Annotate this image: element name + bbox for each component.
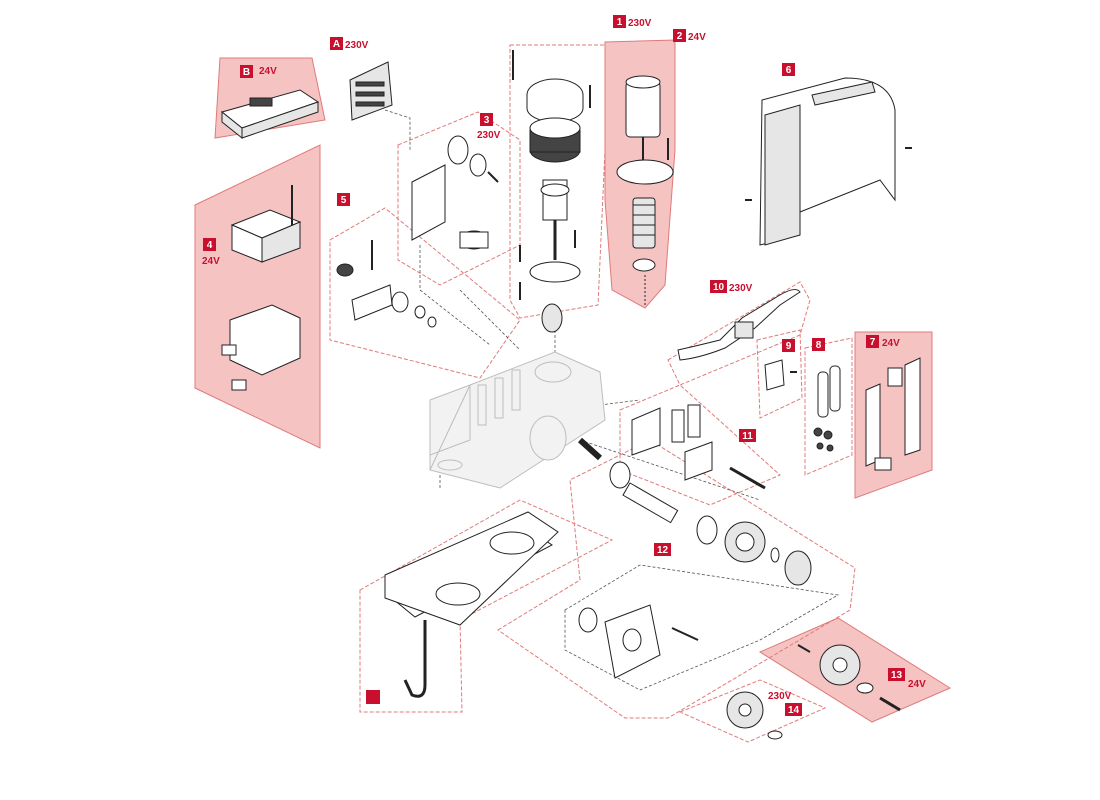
- part-8-magnets: [813, 365, 841, 452]
- callout-3-badge: [480, 113, 493, 126]
- callout-13-number: 13: [891, 670, 903, 681]
- callout-12: 12: [654, 543, 671, 556]
- callout-blank-badge: [366, 690, 380, 704]
- callout-10: 10 230V: [710, 280, 753, 294]
- callout-2-number: 2: [677, 31, 683, 42]
- region-8-outline: [804, 337, 853, 476]
- callout-6: 6: [782, 63, 795, 76]
- callout-14-number: 14: [788, 705, 800, 716]
- callout-b-badge: [240, 65, 253, 78]
- callout-4-number: 4: [207, 240, 213, 251]
- callout-8-badge: [812, 338, 825, 351]
- callout-b: B 24V: [240, 65, 277, 78]
- part-10-lever: [677, 289, 801, 361]
- part-2-motor: [616, 75, 674, 305]
- callout-10-badge: [710, 280, 727, 293]
- callout-3-number: 3: [484, 115, 490, 126]
- part-base-plate: [384, 511, 559, 698]
- callout-5-number: 5: [341, 195, 347, 206]
- callout-1-number: 1: [617, 17, 623, 28]
- part-12-shaft: [577, 437, 812, 679]
- callout-a-voltage: 230V: [345, 40, 369, 51]
- part-5-release: [336, 240, 437, 328]
- callout-1: 1 230V: [613, 15, 652, 29]
- callout-2-voltage: 24V: [688, 32, 706, 43]
- callout-b-letter: B: [243, 67, 250, 78]
- callout-9-badge: [782, 339, 795, 352]
- callout-14-badge: [785, 703, 802, 716]
- callout-14-voltage: 230V: [768, 691, 792, 702]
- callout-7-voltage: 24V: [882, 338, 900, 349]
- callout-2: 2 24V: [673, 29, 706, 43]
- callout-1-badge: [613, 15, 626, 28]
- callout-11: 11: [739, 429, 756, 442]
- part-13-pinion: [797, 644, 901, 712]
- callout-2-badge: [673, 29, 686, 42]
- callout-6-number: 6: [786, 65, 792, 76]
- callout-4-badge: [203, 238, 216, 251]
- callout-b-voltage: 24V: [259, 66, 277, 77]
- part-3-gears: [411, 135, 499, 250]
- part-4-transformer: [221, 185, 302, 391]
- part-9-sensor: [764, 359, 797, 391]
- callout-11-badge: [739, 429, 756, 442]
- region-12-inner-outline: [564, 564, 840, 691]
- callout-9: 9: [782, 339, 795, 352]
- region-4-highlight: [194, 144, 321, 449]
- callout-5-badge: [337, 193, 350, 206]
- region-blank-outline: [359, 499, 614, 713]
- region-11-outline: [619, 384, 781, 506]
- callout-blank: [366, 690, 380, 704]
- callout-10-number: 10: [713, 282, 725, 293]
- callout-8-number: 8: [816, 340, 822, 351]
- part-1-motor: [512, 50, 591, 333]
- part-7-brackets: [865, 357, 921, 471]
- part-14-pinion: [726, 691, 783, 740]
- callout-10-voltage: 230V: [729, 283, 753, 294]
- callout-4: 4 24V: [202, 238, 220, 267]
- region-12-outline: [497, 439, 856, 719]
- motor-housing: [429, 351, 606, 489]
- part-b-board: [220, 89, 320, 140]
- callout-7: 7 24V: [866, 335, 900, 349]
- callout-a-badge: [330, 37, 343, 50]
- callout-13: 13 24V: [888, 668, 926, 690]
- callout-14: 14 230V: [768, 691, 802, 716]
- region-1-outline: [509, 44, 606, 319]
- callout-12-number: 12: [657, 545, 669, 556]
- region-5-outline: [329, 207, 521, 379]
- callout-6-badge: [782, 63, 795, 76]
- callout-7-badge: [866, 335, 879, 348]
- callout-3-voltage: 230V: [477, 130, 501, 141]
- callout-12-badge: [654, 543, 671, 556]
- callout-7-number: 7: [870, 337, 876, 348]
- callout-1-voltage: 230V: [628, 18, 652, 29]
- callout-9-number: 9: [786, 341, 792, 352]
- region-10-outline: [667, 281, 811, 386]
- callout-a: A 230V: [330, 37, 369, 51]
- part-11-switches: [631, 404, 766, 490]
- callout-11-number: 11: [742, 431, 753, 442]
- callout-3: 3 230V: [477, 113, 501, 141]
- callout-13-badge: [888, 668, 905, 681]
- callout-a-letter: A: [333, 39, 340, 50]
- part-a-board: [349, 61, 393, 121]
- part-6-cover: [745, 77, 912, 246]
- callout-4-voltage: 24V: [202, 256, 220, 267]
- callout-8: 8: [812, 338, 825, 351]
- callout-13-voltage: 24V: [908, 679, 926, 690]
- callout-5: 5: [337, 193, 350, 206]
- region-14-outline: [678, 679, 827, 743]
